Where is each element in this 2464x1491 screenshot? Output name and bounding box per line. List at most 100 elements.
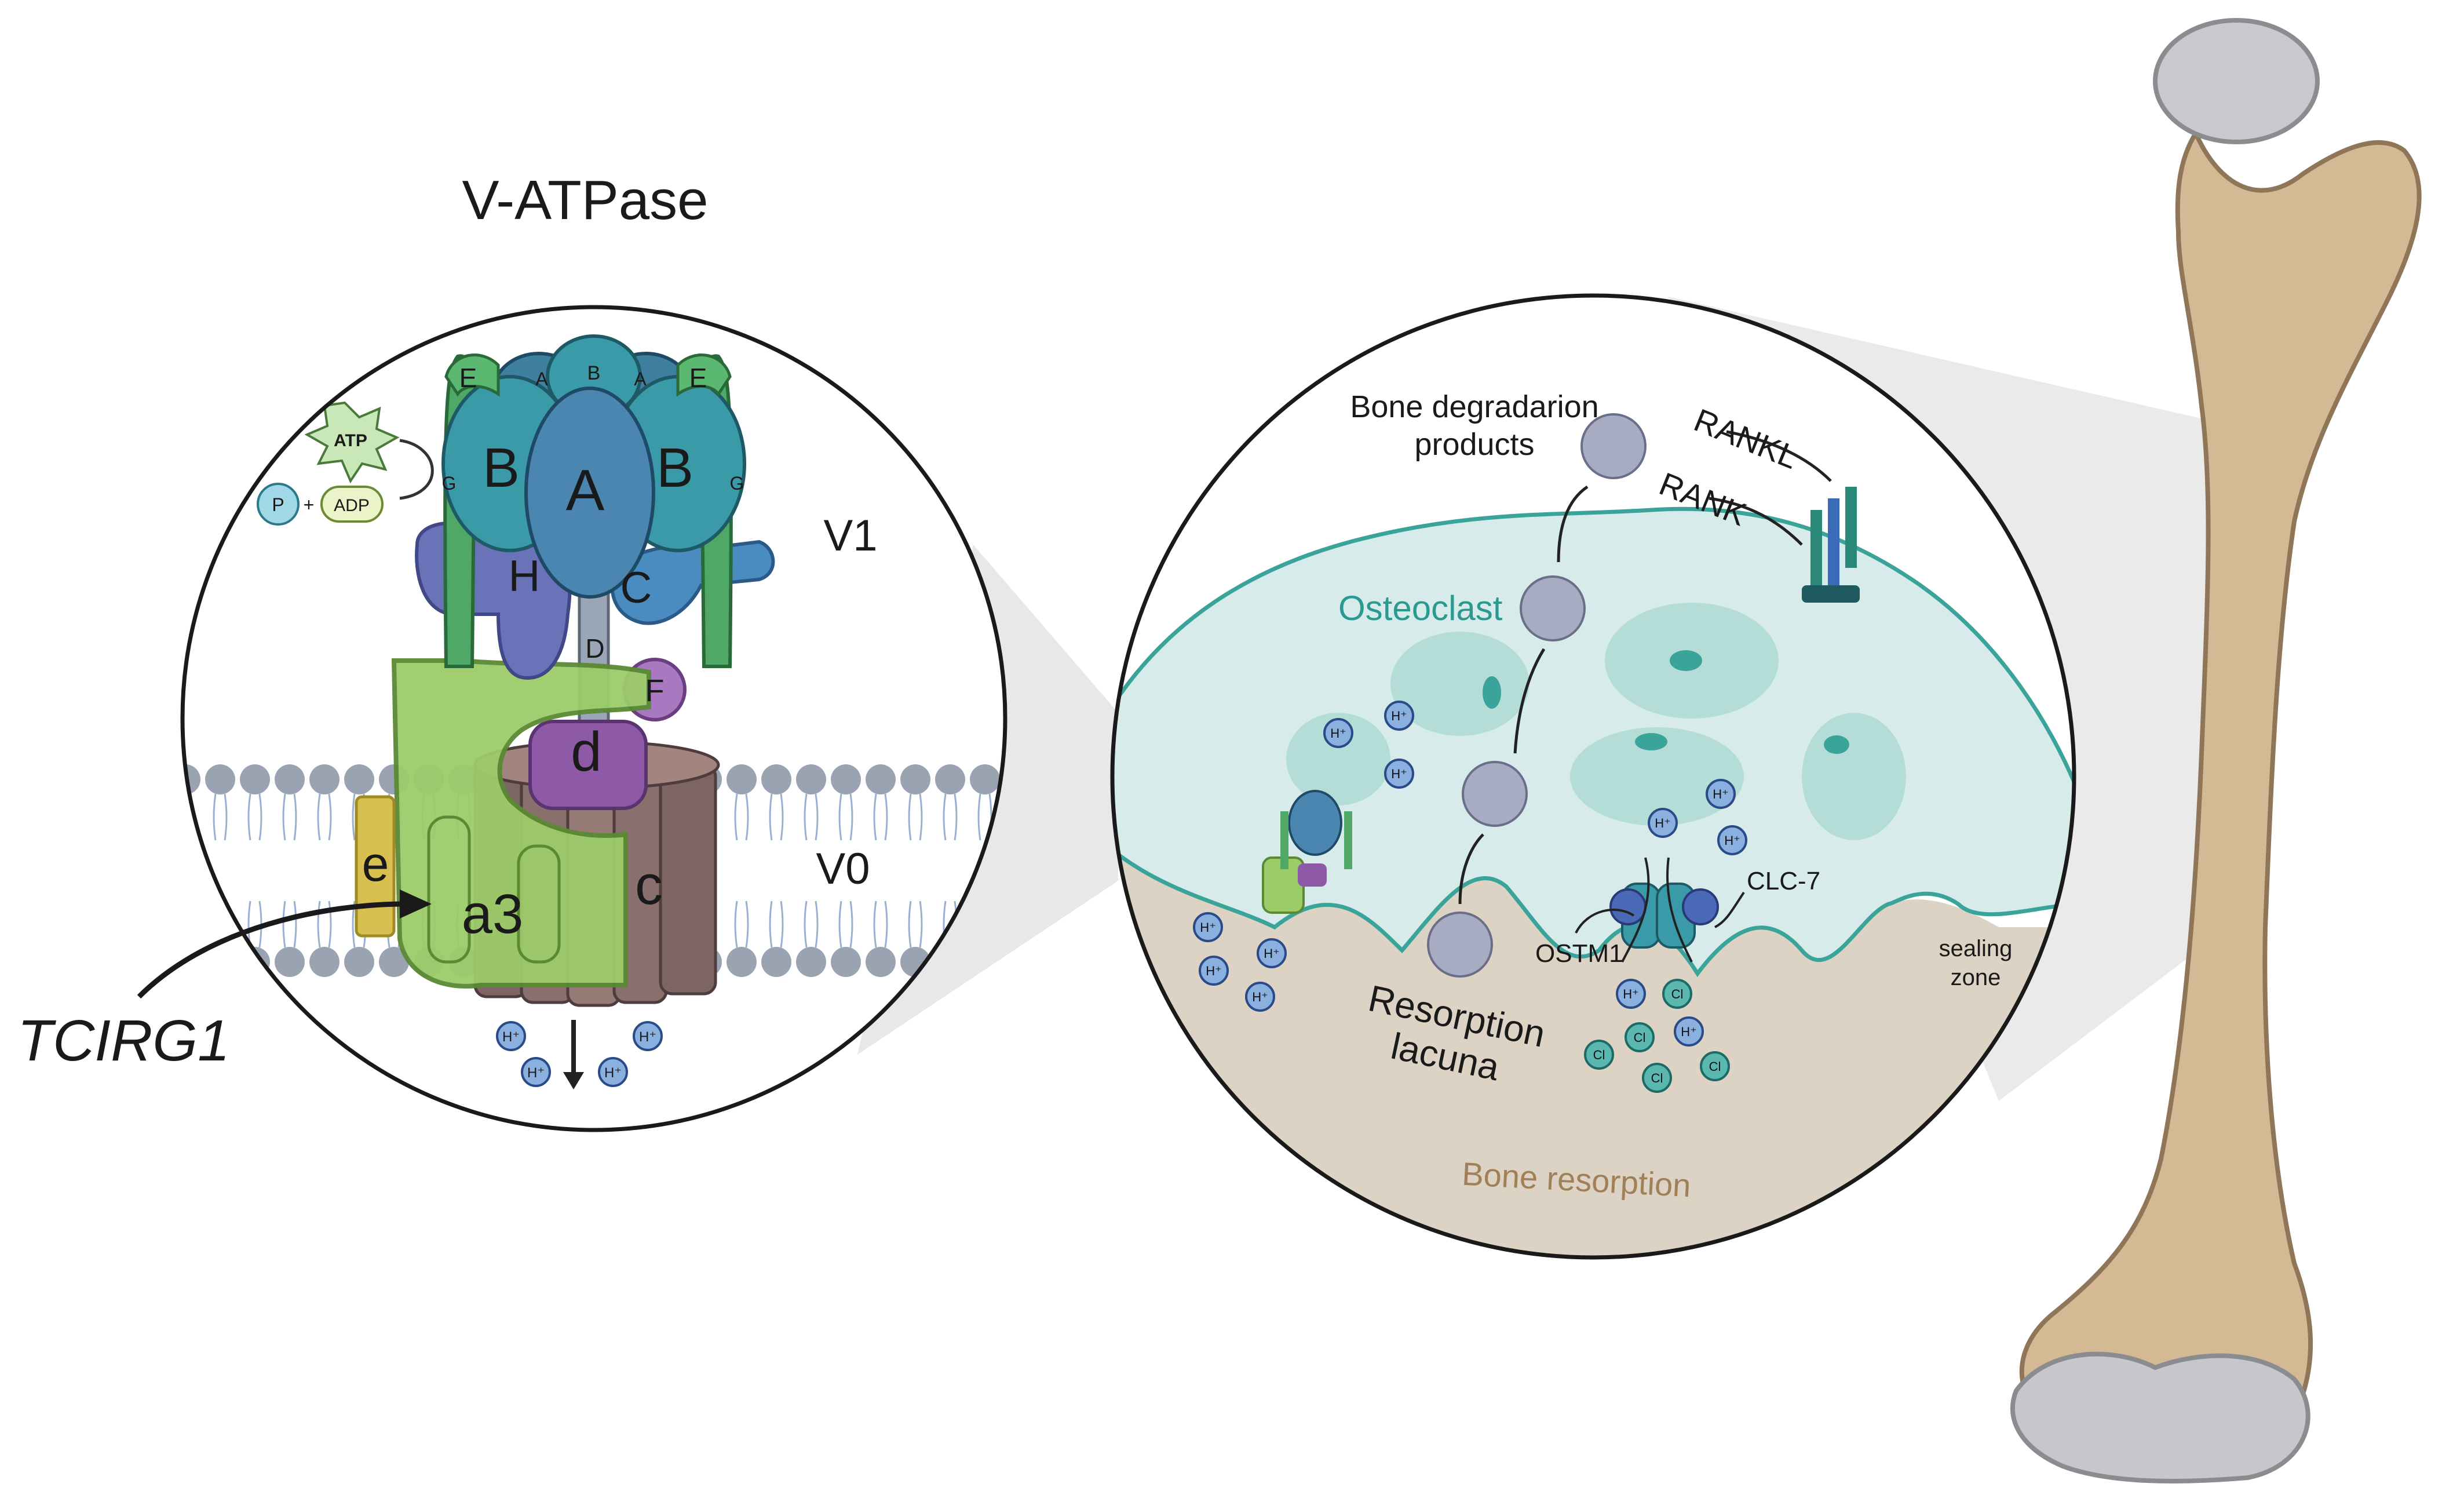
lipid-head	[275, 947, 305, 977]
proton-marker	[1245, 982, 1275, 1012]
vatpase-circle-border	[180, 305, 1007, 1132]
chloride-marker	[1584, 1040, 1614, 1070]
vatpase-labels: E A B A E G G B A B H C D F d c e a3 V1 …	[17, 362, 877, 1081]
proton-label: H⁺	[1724, 833, 1740, 848]
label-sealing-1: sealing	[1939, 936, 2013, 961]
chloride-marker	[1625, 1022, 1655, 1052]
lipid-tail	[734, 793, 749, 841]
vatpase-panel	[180, 305, 1007, 1132]
tcirg1-arrow	[137, 901, 406, 999]
lipid-head	[727, 764, 757, 794]
label-bone-products-1: Bone degradarion	[1350, 389, 1598, 424]
label-E-left: E	[459, 363, 477, 393]
lipid-tail	[873, 793, 888, 841]
lipid-head	[935, 764, 965, 794]
lipid-head	[344, 947, 374, 977]
label-osteoclast: Osteoclast	[1338, 589, 1503, 628]
lipid-head	[866, 947, 896, 977]
lipid-head	[379, 947, 409, 977]
proton-label: H⁺	[1713, 787, 1729, 801]
lipid-tail	[943, 793, 958, 841]
lipid-tail	[247, 793, 262, 841]
label-ostm1: OSTM1	[1535, 939, 1623, 968]
lipid-head	[831, 947, 861, 977]
lipid-head	[205, 947, 235, 977]
chloride-label: Cl	[1651, 1071, 1663, 1085]
label-E-right: E	[689, 363, 707, 393]
label-H: H	[509, 552, 541, 601]
proton-label: H⁺	[1200, 920, 1216, 935]
lipid-tail	[282, 901, 297, 948]
chloride-marker	[1662, 979, 1692, 1009]
osteoclast-circle-border	[1110, 293, 2076, 1260]
label-P: P	[272, 494, 284, 515]
lipid-head	[309, 764, 340, 794]
proton-label: H⁺	[1330, 726, 1346, 741]
rank-receptor	[1802, 487, 1860, 603]
lipid-tail	[213, 793, 228, 841]
lipid-head	[796, 764, 826, 794]
proton-label-2: H⁺	[639, 1029, 656, 1045]
mini-vatpase	[1262, 790, 1352, 914]
proton-marker	[1674, 1016, 1704, 1047]
label-V1: V1	[824, 511, 878, 560]
femur-head	[2153, 18, 2320, 144]
lipid-tail	[734, 901, 749, 948]
proton-label-3: H⁺	[527, 1065, 545, 1081]
label-ATP: ATP	[334, 431, 367, 450]
label-B-left: B	[483, 437, 520, 499]
proton-label-4: H⁺	[604, 1065, 622, 1081]
lipid-tail	[182, 901, 193, 948]
lipid-head	[727, 947, 757, 977]
proton-marker	[1616, 979, 1646, 1009]
proton-label: H⁺	[1391, 709, 1407, 723]
lipid-head	[831, 764, 861, 794]
subunit-a3	[391, 658, 651, 989]
atp-arrow	[399, 439, 434, 500]
proton-marker	[1648, 808, 1678, 838]
proton-label: H⁺	[1391, 767, 1407, 781]
phosphate-circle	[257, 483, 300, 526]
lipid-tail	[908, 793, 923, 841]
lipid-tail	[804, 793, 819, 841]
lipid-tail	[769, 793, 784, 841]
clc7-channel	[1609, 857, 1719, 963]
proton-marker	[1257, 938, 1287, 968]
lipid-tail	[317, 793, 332, 841]
label-a3: a3	[462, 883, 524, 945]
label-G-left: G	[442, 473, 457, 494]
proton-label: H⁺	[1623, 987, 1639, 1001]
lipid-head	[205, 764, 235, 794]
lipid-tail	[317, 901, 332, 948]
label-G-right: G	[730, 473, 744, 494]
label-sealing-2: zone	[1951, 965, 2001, 990]
lipid-tail	[908, 901, 923, 948]
label-bone-products-2: products	[1414, 427, 1534, 462]
chloride-label: Cl	[1593, 1048, 1605, 1062]
proton-label: H⁺	[1206, 964, 1222, 978]
label-e: e	[362, 837, 389, 891]
lipid-tail	[838, 901, 853, 948]
proton-label: H⁺	[1252, 990, 1268, 1004]
vatpase-title: V-ATPase	[462, 169, 708, 231]
nuclei	[1286, 603, 1906, 840]
proton-marker	[1706, 779, 1736, 809]
label-F: F	[645, 673, 665, 708]
lipid-head	[866, 764, 896, 794]
proton-marker	[1717, 825, 1747, 855]
femur-condyle	[2010, 1351, 2310, 1483]
lipid-tail	[769, 901, 784, 948]
gene-label-tcirg1: TCIRG1	[17, 1008, 230, 1073]
proton-label: H⁺	[1264, 946, 1280, 961]
lipid-head	[309, 947, 340, 977]
lipid-tail	[282, 793, 297, 841]
adp-pill	[320, 486, 384, 523]
subunit-e	[355, 795, 396, 938]
lipid-tail	[838, 793, 853, 841]
label-d: d	[571, 721, 601, 783]
label-c: c	[635, 854, 663, 916]
label-V0: V0	[816, 844, 870, 894]
label-ADP: ADP	[334, 496, 370, 515]
